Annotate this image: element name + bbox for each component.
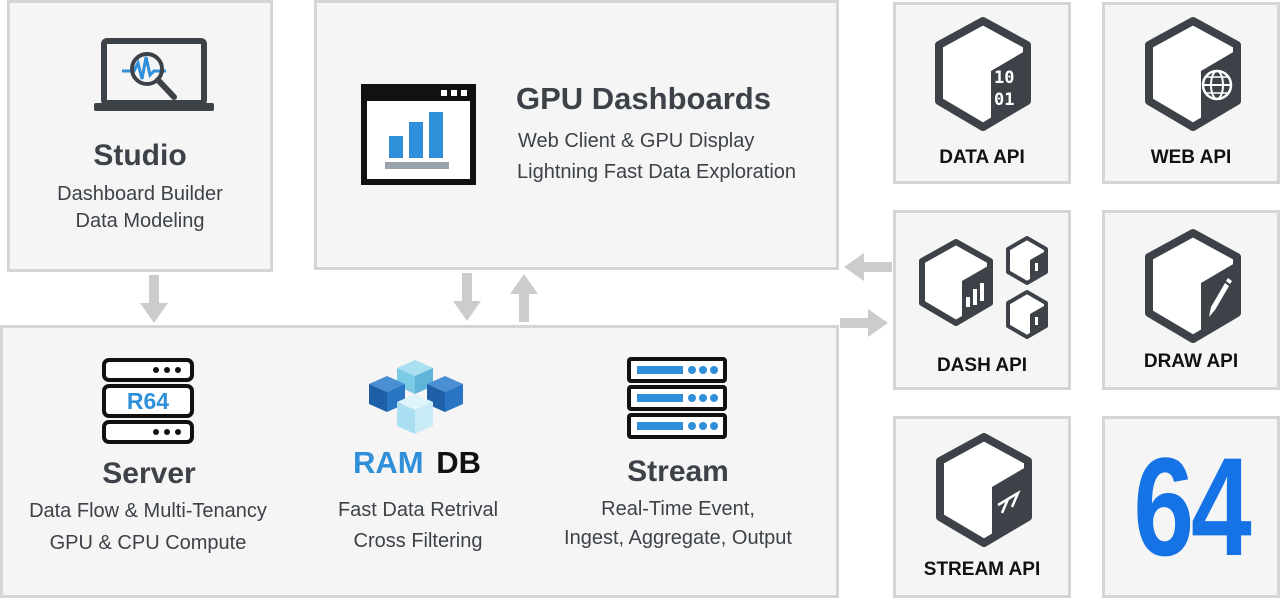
ramdb-title-ram: RAM xyxy=(353,445,424,480)
data-api-label: DATA API xyxy=(939,147,1025,168)
laptop-analytics-icon xyxy=(92,35,216,117)
arrow-left-api-to-gpu xyxy=(842,253,892,281)
arrow-down-gpu-to-server xyxy=(453,273,481,323)
server-rack-icon xyxy=(100,356,198,448)
server-title: Server xyxy=(102,457,196,490)
web-api-tile: WEB API xyxy=(1102,2,1280,184)
data-api-tile: 10 01 DATA API xyxy=(893,2,1071,184)
arrow-up-server-to-gpu xyxy=(510,272,538,322)
dash-api-cube-large-icon xyxy=(916,237,996,329)
dash-api-label: DASH API xyxy=(936,355,1028,376)
web-api-label: WEB API xyxy=(1150,147,1232,168)
brand-logo-tile: 64 xyxy=(1102,416,1280,598)
studio-line-2: Data Modeling xyxy=(75,210,205,232)
draw-api-label: DRAW API xyxy=(1143,351,1239,372)
draw-api-cube-icon xyxy=(1141,227,1245,345)
stream-api-cube-icon xyxy=(932,431,1036,549)
server-line-1: Data Flow & Multi-Tenancy xyxy=(29,500,267,522)
ramdb-cubes-icon xyxy=(365,358,471,444)
arrow-down-studio-to-server xyxy=(140,275,168,325)
stream-line-1: Real-Time Event, xyxy=(601,498,755,520)
ramdb-line-1: Fast Data Retrival xyxy=(337,499,499,521)
studio-panel: Studio Dashboard Builder Data Modeling xyxy=(7,0,273,272)
ramdb-title: RAM DB xyxy=(353,445,481,481)
ramdb-line-2: Cross Filtering xyxy=(353,530,483,552)
gpu-dashboards-line-1: Web Client & GPU Display xyxy=(518,130,755,152)
server-r64-badge: R64 xyxy=(126,388,170,414)
gpu-dashboards-line-2: Lightning Fast Data Exploration xyxy=(517,161,797,183)
gpu-dashboards-panel: GPU Dashboards Web Client & GPU Display … xyxy=(314,0,839,270)
server-panel: R64 Server Data Flow & Multi-Tenancy GPU… xyxy=(0,325,839,598)
stream-title: Stream xyxy=(627,455,729,488)
data-api-binary-1: 10 xyxy=(994,68,1015,88)
stream-server-icon xyxy=(626,356,730,442)
data-api-cube-icon xyxy=(931,15,1035,133)
ramdb-title-db: DB xyxy=(436,445,482,480)
stream-api-label: STREAM API xyxy=(923,559,1041,580)
stream-api-tile: STREAM API xyxy=(893,416,1071,598)
web-api-cube-icon xyxy=(1141,15,1245,133)
data-api-binary-2: 01 xyxy=(994,90,1015,110)
dash-api-cube-small-icon-2 xyxy=(1004,289,1050,341)
studio-line-1: Dashboard Builder xyxy=(57,183,223,205)
server-line-2: GPU & CPU Compute xyxy=(49,532,247,554)
studio-title: Studio xyxy=(93,139,187,172)
brand-logo-64: 64 xyxy=(1133,428,1251,585)
dash-api-cube-small-icon-1 xyxy=(1004,235,1050,287)
arrow-right-server-to-api xyxy=(840,309,890,337)
gpu-dashboards-title: GPU Dashboards xyxy=(516,81,771,116)
dash-api-tile: DASH API xyxy=(893,210,1071,390)
stream-line-2: Ingest, Aggregate, Output xyxy=(564,527,792,549)
draw-api-tile: DRAW API xyxy=(1102,210,1280,390)
dashboard-window-icon xyxy=(361,84,476,185)
